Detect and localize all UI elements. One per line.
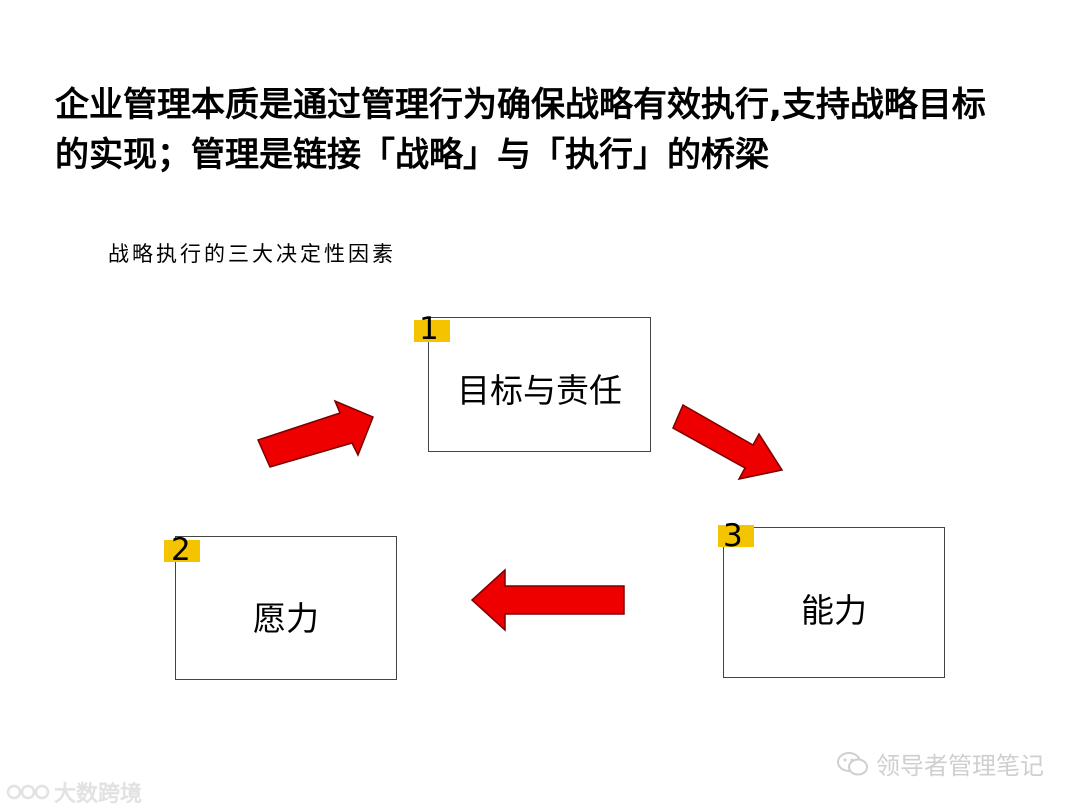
- node-box-willpower: 愿力: [175, 536, 397, 680]
- diagram-subtitle: 战略执行的三大决定性因素: [108, 242, 396, 266]
- node-number: 3: [723, 518, 743, 554]
- wechat-icon: [837, 751, 868, 775]
- number-badge: [164, 540, 200, 562]
- arrow-to-willpower: [470, 568, 625, 632]
- node-number: 2: [171, 532, 191, 568]
- node-label: 能力: [801, 591, 867, 630]
- node-label: 愿力: [253, 599, 319, 638]
- node-box-target-responsibility: 目标与责任: [428, 317, 651, 452]
- watermark-left-text: 大数跨境: [54, 782, 143, 807]
- watermark-right-text: 领导者管理笔记: [876, 752, 1044, 780]
- watermark-left: 大数跨境: [6, 776, 142, 808]
- arrow-to-capability: [672, 403, 784, 481]
- number-badge: [718, 525, 754, 547]
- arrow-to-target: [256, 399, 374, 468]
- node-number: 1: [419, 311, 439, 347]
- node-label: 目标与责任: [457, 371, 622, 410]
- brand-logo-icon: [6, 784, 50, 800]
- number-badge: [414, 320, 450, 342]
- watermark-right: 领导者管理笔记: [836, 746, 1044, 781]
- node-box-capability: 能力: [723, 527, 945, 678]
- slide-title: 企业管理本质是通过管理行为确保战略有效执行,支持战略目标的实现；管理是链接「战略…: [55, 85, 986, 175]
